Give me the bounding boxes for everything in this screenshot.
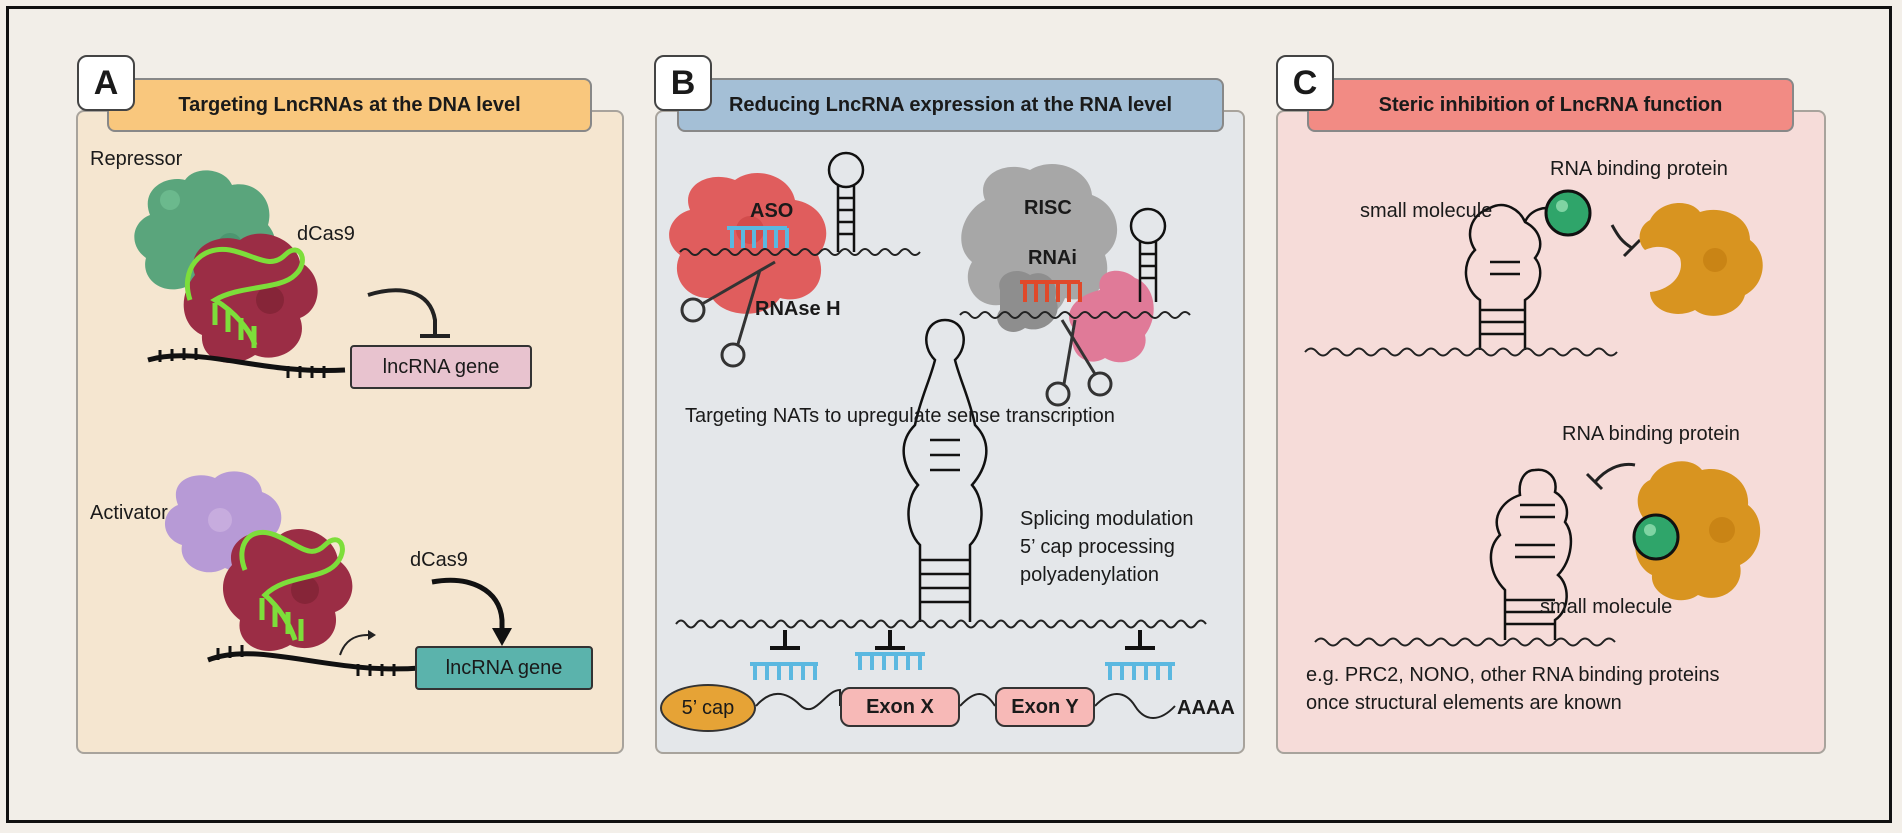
rna-binding-protein-label-bottom: RNA binding protein [1562,423,1740,445]
activator-label: Activator [90,502,168,524]
rna-structure-bottom [1489,468,1573,640]
activation-arrow [431,577,505,630]
example-note-line-1: e.g. PRC2, NONO, other RNA binding prote… [1306,664,1720,686]
modulation-text: Splicing modulation 5’ cap processing po… [1020,505,1193,589]
rna-strand-1 [679,248,921,256]
polya-tail-label: AAAA [1177,697,1235,719]
panel-c-title: Steric inhibition of LncRNA function [1307,78,1794,132]
repressor-label: Repressor [90,148,183,170]
rna-hairpin-2 [1129,207,1167,302]
dcas9-protein-bottom [222,529,353,651]
panel-a-letter: A [77,55,135,111]
rna-strand-3 [675,619,1207,629]
five-prime-cap: 5’ cap [660,684,756,732]
repression-arrow [367,288,437,335]
rna-strand-2 [959,311,1191,319]
modulation-line-3: polyadenylation [1020,564,1159,586]
rna-strand-c-top [1304,347,1618,357]
guide-rna-top [184,246,305,346]
guide-rna-bottom [239,530,345,641]
inhibition-symbols [770,630,1155,650]
rna-binding-protein-label-top: RNA binding protein [1550,158,1728,180]
modulation-line-1: Splicing modulation [1020,508,1194,530]
rna-structure-top [1464,203,1556,350]
rna-hairpin-large [902,318,988,622]
scissors-icon-2 [1045,319,1113,407]
small-molecule-label-top: small molecule [1360,200,1493,222]
rna-binding-protein-top [1639,202,1763,316]
rna-strand-c-bottom [1314,637,1616,647]
dna-strand-bottom [207,651,421,672]
exon-y-box: Exon Y [995,687,1095,727]
modulation-line-2: 5’ cap processing [1020,536,1175,558]
lncrna-gene-box-top: lncRNA gene [350,345,532,389]
small-molecule-bottom [1632,513,1680,561]
rnai-label: RNAi [1028,247,1077,269]
aso-oligos-bottom [750,652,1175,680]
risc-label: RISC [1024,197,1072,219]
exon-x-box: Exon X [840,687,960,727]
dcas9-protein-top [183,233,318,363]
rna-binding-protein-bottom [1635,461,1761,601]
dcas9-label-bottom: dCas9 [410,549,468,571]
rna-hairpin-1 [827,151,865,252]
aso-label: ASO [750,200,794,222]
scissors-icon-1 [680,260,776,368]
small-molecule-label-bottom: small molecule [1540,596,1673,618]
panel-a-title: Targeting LncRNAs at the DNA level [107,78,592,132]
aso-oligo [727,226,789,248]
small-molecule-top [1544,189,1592,237]
example-note-line-2: once structural elements are known [1306,692,1622,714]
panel-c-letter: C [1276,55,1334,111]
rnai-sirna [1020,280,1082,302]
dna-strand-top [147,353,346,374]
rnase-h-protein [669,172,827,314]
lncrna-gene-box-bottom: lncRNA gene [415,646,593,690]
nats-label: Targeting NATs to upregulate sense trans… [685,405,1115,427]
rnase-h-label: RNAse H [755,298,841,320]
dcas9-label-top: dCas9 [297,223,355,245]
panel-b-title: Reducing LncRNA expression at the RNA le… [677,78,1224,132]
panel-b-letter: B [654,55,712,111]
example-note: e.g. PRC2, NONO, other RNA binding prote… [1306,661,1720,717]
